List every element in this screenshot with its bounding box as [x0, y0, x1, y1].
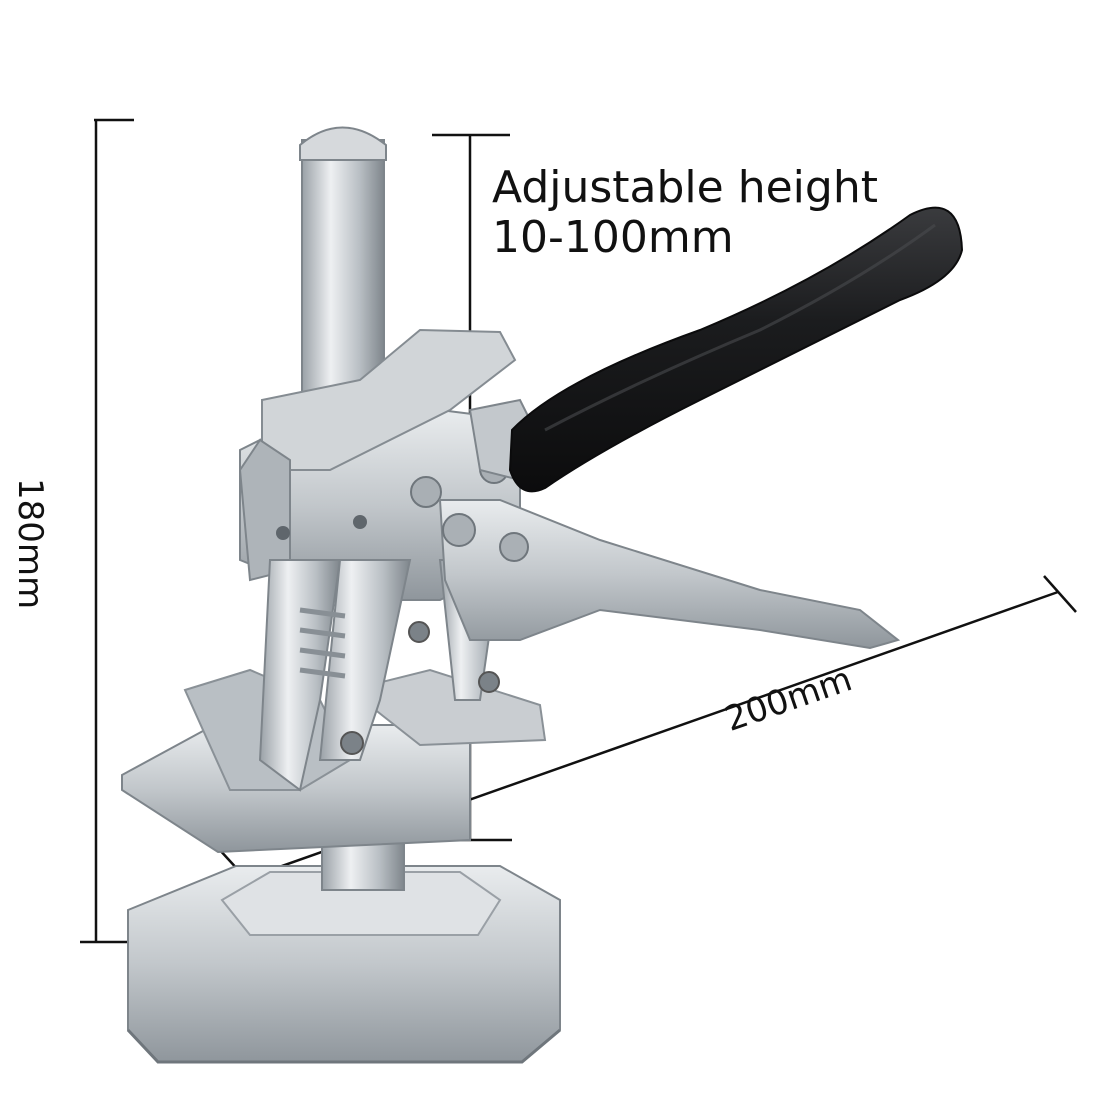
height-dimension-label: 180mm — [10, 478, 50, 610]
adjustable-height-label: Adjustable height — [492, 162, 878, 213]
lower-handle — [438, 499, 901, 650]
height-dimension-line — [80, 118, 134, 944]
upper-handle — [468, 206, 964, 493]
base-plate — [126, 865, 561, 1064]
adjustable-range-label: 10-100mm — [492, 212, 734, 263]
